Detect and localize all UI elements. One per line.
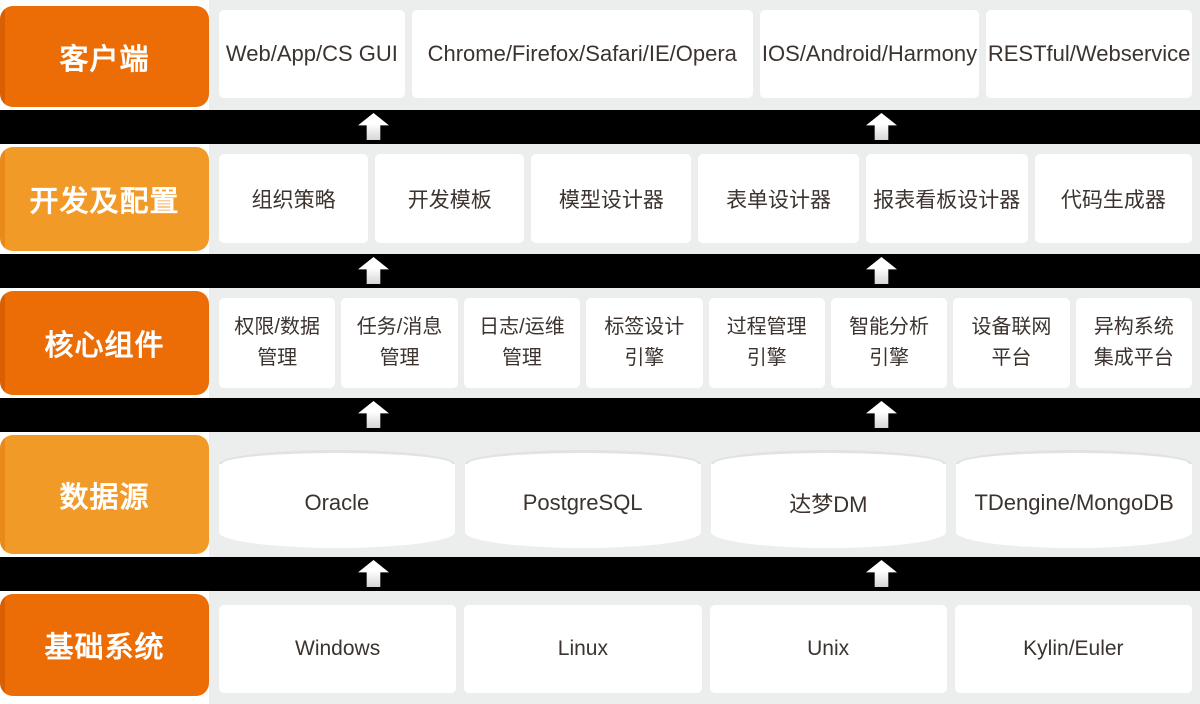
database-cylinder: 达梦DM <box>710 450 947 548</box>
database-name: PostgreSQL <box>522 490 643 515</box>
row-label-base-systems: 基础系统 <box>0 594 209 696</box>
box-item: Unix <box>709 605 947 693</box>
box-item: 代码生成器 <box>1034 154 1192 243</box>
up-arrow-icon <box>866 113 897 140</box>
box-item: 过程管理 引擎 <box>708 298 825 388</box>
band-data-sources: 数据源 Oracle PostgreSQL 达梦DM TDengine/MongoDB <box>0 432 1200 557</box>
up-arrow-icon <box>866 560 897 587</box>
box-item: 设备联网 平台 <box>953 298 1070 388</box>
band-dev-config: 开发及配置组织策略开发模板模型设计器表单设计器报表看板设计器代码生成器 <box>0 144 1200 254</box>
database-cylinder: TDengine/MongoDB <box>956 450 1192 548</box>
up-arrow-icon <box>358 113 389 140</box>
row-label-dev-config: 开发及配置 <box>0 147 209 251</box>
box-item: 异构系统 集成平台 <box>1075 298 1192 388</box>
up-arrow-icon <box>358 257 389 284</box>
box-item: Chrome/Firefox/Safari/IE/Opera <box>411 10 753 98</box>
database-name: TDengine/MongoDB <box>974 490 1174 515</box>
connector-strip <box>0 398 1200 432</box>
box-item: 智能分析 引擎 <box>830 298 948 388</box>
box-item: 任务/消息 管理 <box>341 298 458 388</box>
row-label-core-components: 核心组件 <box>0 291 209 395</box>
cylinder-body <box>710 464 947 548</box>
row-label-client: 客户端 <box>0 6 209 107</box>
row-content-data-sources: Oracle PostgreSQL 达梦DM TDengine/MongoDB <box>209 432 1200 557</box>
box-item: 开发模板 <box>375 154 525 243</box>
box-item: 权限/数据 管理 <box>219 298 336 388</box>
box-item: 报表看板设计器 <box>865 154 1028 243</box>
up-arrow-icon <box>866 257 897 284</box>
band-core-components: 核心组件权限/数据 管理任务/消息 管理日志/运维 管理标签设计 引擎过程管理 … <box>0 288 1200 398</box>
box-item: RESTful/Webservice <box>986 10 1192 98</box>
database-name: Oracle <box>304 490 370 515</box>
row-label-data-sources: 数据源 <box>0 435 209 554</box>
box-item: 模型设计器 <box>531 154 692 243</box>
up-arrow-icon <box>866 401 897 428</box>
box-item: Kylin/Euler <box>954 605 1192 693</box>
cylinder-body <box>219 464 455 548</box>
box-item: IOS/Android/Harmony <box>759 10 980 98</box>
box-item: 日志/运维 管理 <box>463 298 581 388</box>
box-item: Linux <box>464 605 702 693</box>
up-arrow-icon <box>358 401 389 428</box>
box-item: 标签设计 引擎 <box>586 298 703 388</box>
up-arrow-icon <box>358 560 389 587</box>
row-content-core-components: 权限/数据 管理任务/消息 管理日志/运维 管理标签设计 引擎过程管理 引擎智能… <box>209 288 1200 398</box>
cylinder-body <box>464 464 701 548</box>
database-cylinder: Oracle <box>219 450 455 548</box>
connector-strip <box>0 557 1200 591</box>
row-content-dev-config: 组织策略开发模板模型设计器表单设计器报表看板设计器代码生成器 <box>209 144 1200 254</box>
box-item: Web/App/CS GUI <box>219 10 405 98</box>
connector-strip <box>0 110 1200 144</box>
cylinder-body <box>956 464 1192 548</box>
database-cylinder: PostgreSQL <box>464 450 701 548</box>
box-item: Windows <box>219 605 457 693</box>
connector-strip <box>0 254 1200 288</box>
database-name: 达梦DM <box>789 492 868 517</box>
box-item: 组织策略 <box>219 154 369 243</box>
box-item: 表单设计器 <box>698 154 859 243</box>
